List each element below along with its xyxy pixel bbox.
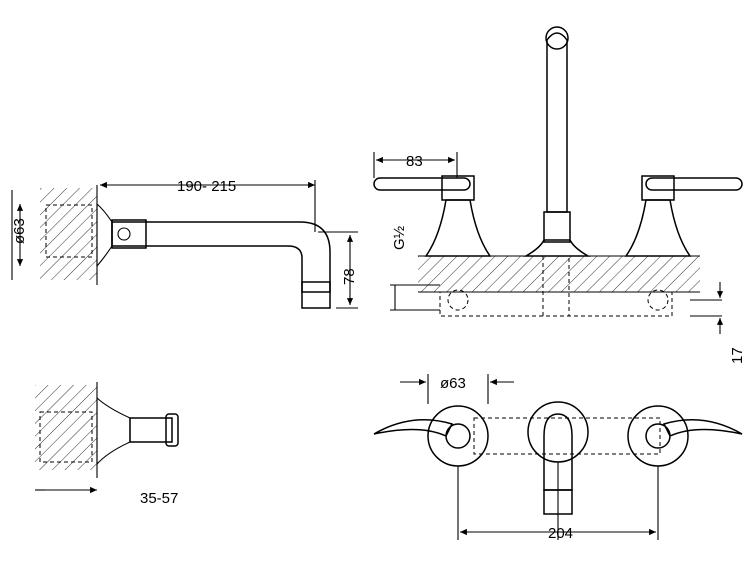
dim-spout-diameter: ø63	[11, 218, 28, 244]
wall-handle-side-view: 35-57	[35, 382, 179, 507]
dim-handle-spacing: 204	[548, 525, 573, 542]
dim-wall-depth: 35-57	[140, 490, 178, 507]
wall-box-hidden	[45, 204, 93, 258]
center-rosette	[527, 401, 589, 463]
wall-section-hatch	[40, 188, 97, 280]
center-spout-tube	[546, 32, 568, 213]
wall-section-hatch-2	[35, 385, 97, 470]
dim-spout-reach: 190- 215	[177, 178, 236, 195]
dim-rosette-diameter: ø63	[440, 375, 466, 392]
handle-flange	[96, 396, 131, 466]
dim-deck-thickness: 17	[729, 347, 746, 364]
right-valve-body	[624, 199, 692, 257]
wall-spout-side-view: ø63 190- 215 78	[11, 178, 358, 309]
right-lever-plan	[662, 419, 743, 437]
left-rosette	[427, 405, 489, 467]
deck-mount-front-view: 83 G½ 17	[373, 26, 746, 364]
spout-body	[111, 221, 331, 293]
left-lever-plan	[373, 419, 454, 437]
deck-section-hatch	[418, 256, 700, 292]
right-lever-handle	[645, 177, 743, 191]
dim-spout-height: 78	[341, 268, 358, 285]
left-lever-handle	[373, 177, 471, 191]
left-valve-body	[424, 199, 492, 257]
dim-deck-thread: G½	[391, 225, 408, 250]
right-rosette	[627, 405, 689, 467]
plan-view: ø63 204	[373, 374, 743, 542]
spout-flange	[96, 202, 113, 268]
dim-deck-left-spacing: 83	[406, 153, 423, 170]
